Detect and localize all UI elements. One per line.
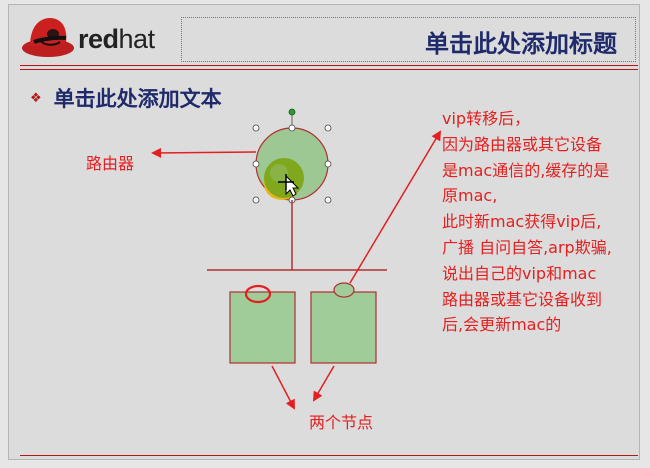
note-line: 路由器或基它设备收到 (442, 289, 603, 309)
node1-highlight-oval (244, 284, 272, 304)
note-line: 此时新mac获得vip后, (442, 212, 602, 232)
note-line: 因为路由器或其它设备 (442, 134, 603, 154)
node1-arrow (271, 365, 295, 410)
note-arrow (349, 130, 442, 284)
body-placeholder[interactable]: ❖ 单击此处添加文本 (30, 82, 222, 114)
note-line: 原mac, (442, 186, 498, 206)
body-text: 单击此处添加文本 (53, 87, 222, 111)
top-rule-2 (20, 69, 638, 70)
selection-handles[interactable] (252, 108, 332, 204)
diamond-bullet-icon: ❖ (30, 90, 42, 106)
note-line: 广播 自问自答,arp欺骗, (442, 237, 612, 257)
note-line: 是mac通信的,缓存的是 (442, 160, 610, 180)
note-line: vip转移后， (442, 109, 531, 128)
bottom-rule (20, 455, 638, 456)
top-rule (20, 65, 638, 66)
shadowman-icon (22, 18, 74, 57)
explanation-note: vip转移后， 因为路由器或其它设备 是mac通信的,缓存的是 原mac, 此时… (442, 106, 642, 338)
router-label: 路由器 (86, 154, 135, 173)
node2-arrow (312, 365, 335, 402)
slide-title: 单击此处添加标题 (425, 30, 617, 58)
node-box-1[interactable] (229, 291, 296, 364)
title-placeholder[interactable]: 单击此处添加标题 (181, 17, 636, 62)
note-line: 说出自己的vip和mac (442, 263, 597, 283)
nodes-label: 两个节点 (309, 413, 374, 432)
node-box-2[interactable] (310, 291, 377, 364)
router-label-arrow (151, 147, 257, 158)
node2-small-oval (333, 282, 355, 298)
move-cursor-icon (278, 174, 300, 197)
brand-wordmark: redhat (78, 24, 155, 54)
note-line: 后,会更新mac的 (442, 315, 562, 335)
redhat-logo (20, 12, 180, 62)
